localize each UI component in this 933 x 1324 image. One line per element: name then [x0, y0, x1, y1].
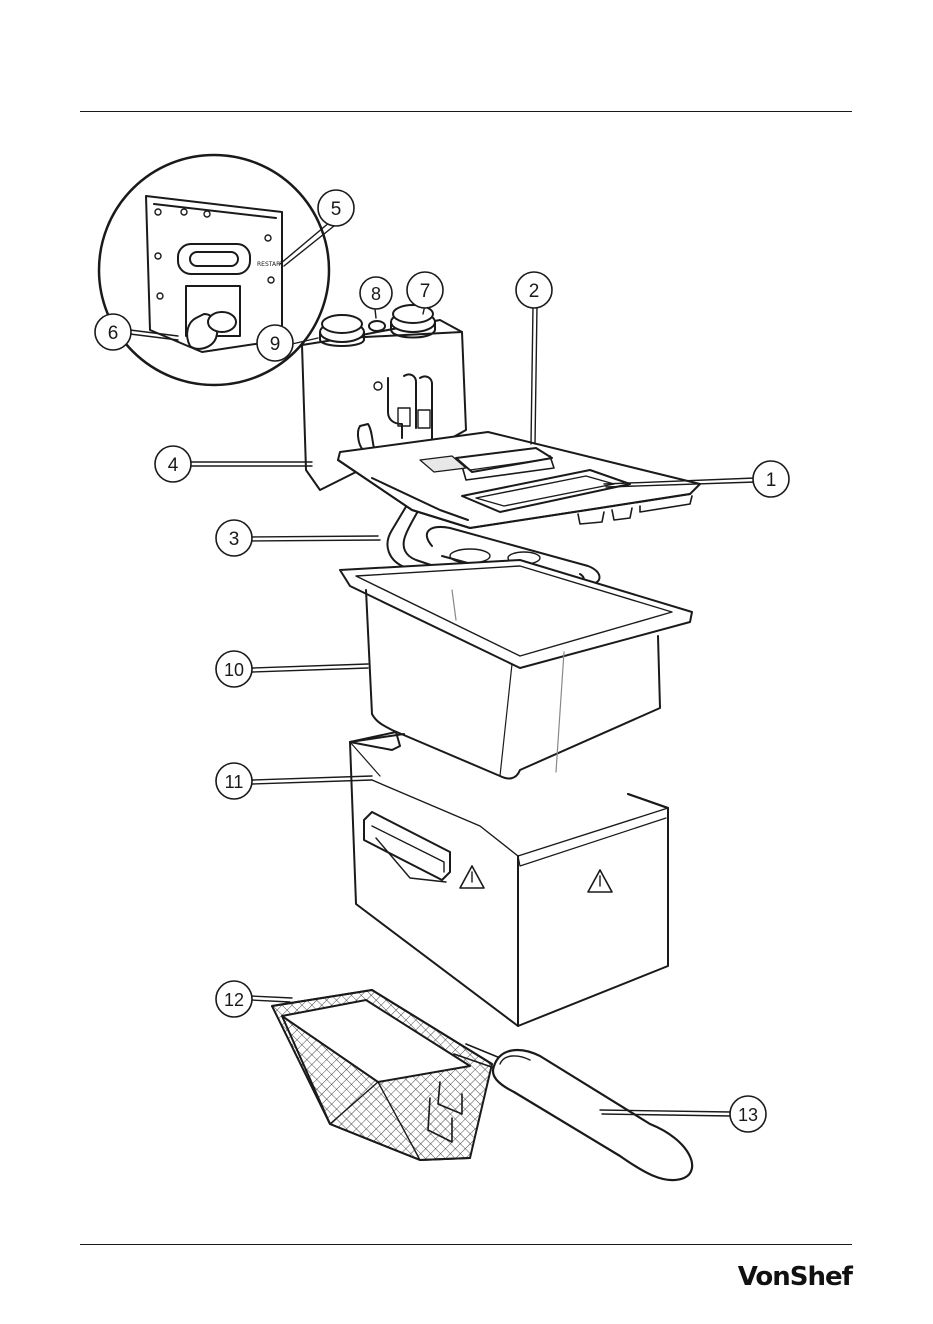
callout-4: 4: [155, 446, 191, 482]
callout-label: 3: [229, 529, 240, 550]
housing: [350, 732, 668, 1026]
callout-label: 6: [108, 323, 119, 344]
indicator-light: [369, 321, 385, 331]
callout-3: 3: [216, 520, 252, 556]
callout-label: 5: [331, 199, 342, 220]
callout-9: 9: [257, 325, 293, 361]
callout-13: 13: [730, 1096, 766, 1132]
frying-basket: [272, 990, 692, 1180]
callout-label: 4: [168, 455, 179, 476]
callout-label: 9: [270, 334, 281, 355]
callout-label: 12: [224, 990, 244, 1010]
callout-5: 5: [318, 190, 354, 226]
callout-label: 8: [371, 284, 381, 304]
callout-8: 8: [360, 277, 392, 309]
callout-label: 7: [420, 281, 431, 302]
callout-6: 6: [95, 314, 131, 350]
callout-1: 1: [753, 461, 789, 497]
callout-label: 1: [766, 470, 777, 491]
callout-label: 2: [529, 281, 540, 302]
warning-icon: [588, 870, 612, 892]
brand-logo: VonShef: [738, 1262, 852, 1292]
lid: [338, 432, 700, 528]
warning-icon: [460, 866, 484, 888]
back-panel-detail: RESTART: [99, 155, 329, 385]
callout-2: 2: [516, 272, 552, 308]
callout-label: 13: [738, 1105, 758, 1125]
callout-label: 10: [224, 660, 244, 680]
callout-label: 11: [225, 772, 244, 792]
callout-10: 10: [216, 651, 252, 687]
callout-12: 12: [216, 981, 252, 1017]
callout-11: 11: [216, 763, 252, 799]
callout-7: 7: [407, 272, 443, 308]
